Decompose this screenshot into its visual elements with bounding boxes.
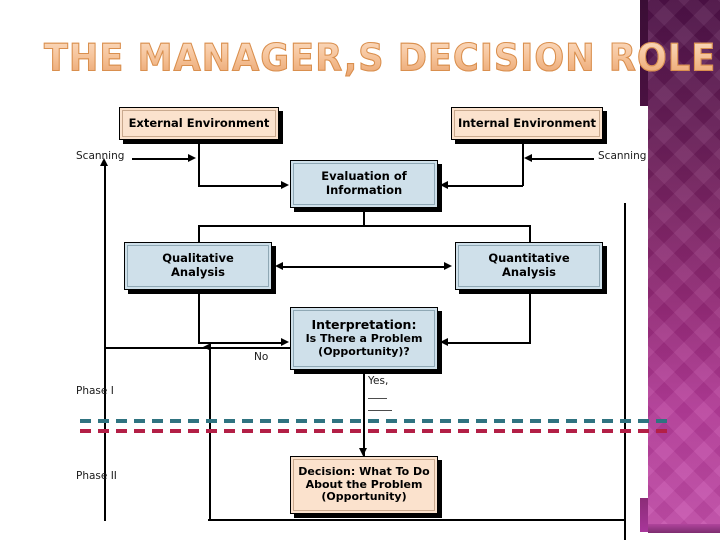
arrow-scanning-right-icon	[524, 154, 532, 162]
arrow-no-branch-icon	[203, 343, 211, 351]
arrow-to-qualitative-side-icon	[275, 262, 283, 270]
arrow-qualitative-to-interpretation-icon	[281, 338, 289, 346]
label-phase-two: Phase II	[76, 470, 117, 482]
divider-dashed-teal	[80, 419, 670, 423]
node-internal-environment-label: Internal Environment	[457, 115, 597, 130]
node-evaluation-of-information[interactable]: Evaluation of Information	[290, 160, 438, 208]
node-decision[interactable]: Decision: What To Do About the Problem (…	[290, 456, 438, 514]
rail-left-arrowhead-icon	[100, 158, 108, 166]
sidebar-edge-bottom	[640, 498, 649, 532]
decision-role-flowchart: External Environment Scanning Internal E…	[0, 95, 670, 540]
sidebar-band	[648, 0, 720, 524]
line-external-to-evaluation-v	[198, 140, 200, 186]
node-interpretation[interactable]: Interpretation: Is There a Problem (Oppo…	[290, 307, 438, 370]
arrow-scanning-left-icon	[188, 154, 196, 162]
line-evaluation-down	[363, 208, 365, 226]
arrow-to-quantitative-side-icon	[444, 262, 452, 270]
node-quantitative-line1: Quantitative	[488, 251, 570, 266]
node-interpretation-line3: (Opportunity)?	[318, 344, 410, 358]
decorative-sidebar	[620, 0, 720, 540]
rail-left-vertical	[104, 165, 106, 355]
node-external-environment[interactable]: External Environment	[119, 107, 279, 140]
rail-right-vertical-lower	[624, 520, 626, 540]
line-yes-branch-down-lower	[363, 434, 365, 456]
line-external-to-evaluation-h	[198, 185, 282, 187]
node-external-environment-label: External Environment	[128, 115, 270, 130]
line-scanning-left	[132, 158, 189, 160]
rail-right-vertical	[624, 203, 626, 520]
node-evaluation-line2: Information	[325, 183, 403, 197]
node-quantitative-analysis[interactable]: Quantitative Analysis	[455, 242, 603, 290]
arrow-yes-to-decision-icon	[359, 448, 367, 456]
line-quantitative-to-interpretation	[447, 342, 531, 344]
rail-left-bottom-connector	[104, 347, 210, 349]
line-qualitative-down	[198, 290, 200, 343]
line-qualitative-to-interpretation	[198, 342, 282, 344]
rail-bottom-horizontal	[208, 519, 625, 521]
line-qualitative-quantitative	[283, 266, 445, 268]
label-branch-no: No	[254, 351, 269, 363]
arrow-internal-to-evaluation-icon	[440, 181, 448, 189]
line-internal-to-evaluation-h	[447, 185, 523, 187]
line-split-to-quantitative	[529, 225, 531, 243]
line-internal-to-evaluation-v	[522, 140, 524, 186]
arrow-quantitative-to-interpretation-icon	[440, 338, 448, 346]
line-quantitative-down	[529, 290, 531, 343]
node-qualitative-line1: Qualitative	[162, 251, 234, 266]
label-scanning-right: Scanning	[598, 150, 647, 162]
label-branch-yes-tick-1	[368, 398, 387, 400]
label-scanning-left: Scanning	[76, 150, 125, 162]
node-interpretation-line2: Is There a Problem	[305, 331, 423, 345]
node-evaluation-line1: Evaluation of	[321, 169, 407, 184]
node-qualitative-analysis[interactable]: Qualitative Analysis	[124, 242, 272, 290]
line-yes-branch-down	[363, 370, 365, 456]
sidebar-edge-top	[640, 0, 649, 106]
line-no-branch	[210, 347, 290, 349]
page-title: THE MANAGER,S DECISION ROLE	[43, 36, 717, 81]
sidebar-bottom-shadow	[648, 524, 720, 533]
line-no-branch-down	[209, 347, 211, 520]
node-decision-line3: (Opportunity)	[321, 490, 407, 504]
divider-dashed-red	[80, 429, 670, 433]
line-scanning-right	[531, 158, 594, 160]
label-branch-yes: Yes,	[368, 375, 389, 387]
arrow-external-to-evaluation-icon	[281, 181, 289, 189]
node-quantitative-line2: Analysis	[502, 265, 556, 279]
label-phase-one: Phase I	[76, 385, 114, 397]
label-branch-yes-tick-2	[368, 410, 392, 412]
node-decision-line2: About the Problem	[305, 477, 423, 491]
line-split-to-qualitative	[198, 225, 200, 243]
node-decision-line1: Decision: What To Do	[298, 464, 430, 478]
node-internal-environment[interactable]: Internal Environment	[451, 107, 603, 140]
rail-left-vertical-lower	[104, 355, 106, 521]
line-analysis-split-bar	[198, 225, 530, 227]
node-qualitative-line2: Analysis	[171, 265, 225, 279]
node-interpretation-line1: Interpretation:	[311, 317, 417, 333]
